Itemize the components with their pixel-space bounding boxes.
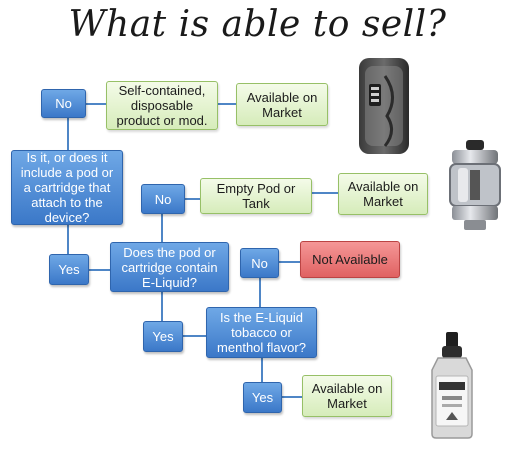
available-on-market-box-2: Available on Market	[338, 173, 428, 215]
page-title: What is able to sell?	[68, 4, 447, 45]
empty-pod-tank-box: Empty Pod or Tank	[200, 178, 312, 214]
self-contained-product-box: Self-contained, disposable product or mo…	[106, 81, 218, 130]
yes-box-3: Yes	[243, 382, 282, 413]
available-on-market-box-3: Available on Market	[302, 375, 392, 417]
question-pod-cartridge-box: Is it, or does it include a pod or a car…	[11, 150, 123, 225]
no-box-3: No	[240, 248, 279, 278]
eliquid-bottle-image	[431, 332, 473, 439]
mod-device-image	[359, 58, 409, 154]
question-eliquid-box: Does the pod or cartridge contain E-Liqu…	[110, 242, 229, 292]
no-box-2: No	[141, 184, 185, 214]
question-flavor-box: Is the E-Liquid tobacco or menthol flavo…	[206, 307, 317, 358]
not-available-box: Not Available	[300, 241, 400, 278]
yes-box-1: Yes	[49, 254, 89, 285]
yes-box-2: Yes	[143, 321, 183, 352]
available-on-market-box-1: Available on Market	[236, 83, 328, 126]
tank-image	[449, 140, 501, 230]
no-box-1: No	[41, 89, 86, 118]
